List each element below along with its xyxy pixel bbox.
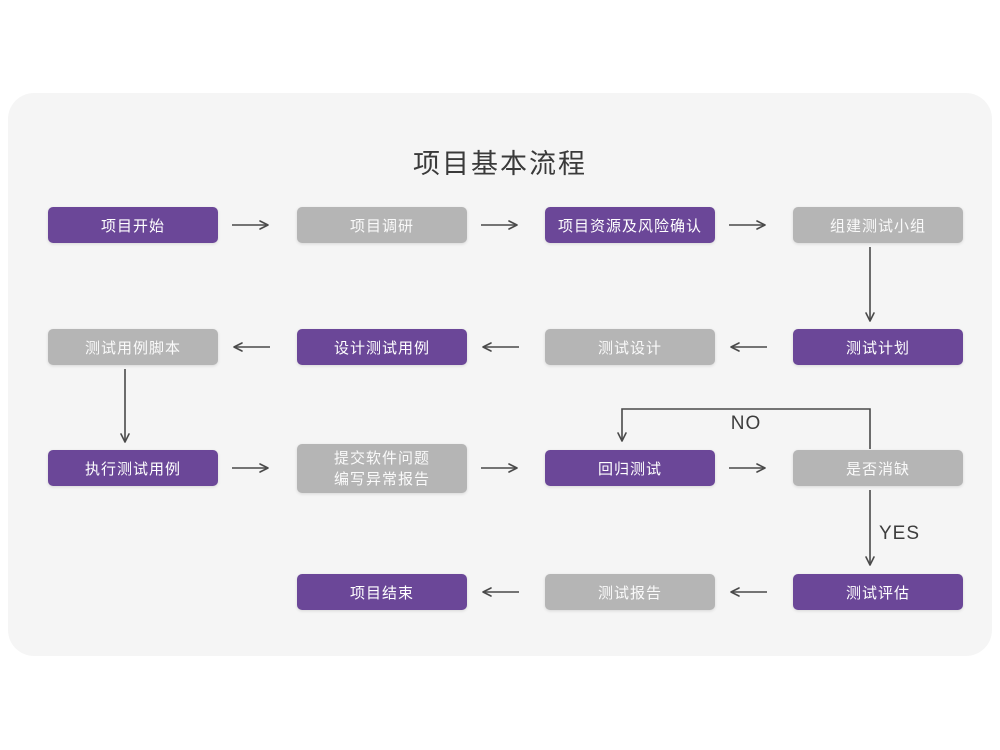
node-project-research: 项目调研 xyxy=(297,207,467,243)
edge-label-no: NO xyxy=(730,413,762,434)
node-form-test-team: 组建测试小组 xyxy=(793,207,963,243)
node-defect-resolved: 是否消缺 xyxy=(793,450,963,486)
edge-label-yes: YES xyxy=(879,523,921,544)
node-design-test-cases: 设计测试用例 xyxy=(297,329,467,365)
node-project-end: 项目结束 xyxy=(297,574,467,610)
node-test-report: 测试报告 xyxy=(545,574,715,610)
node-project-start: 项目开始 xyxy=(48,207,218,243)
node-test-case-scripts: 测试用例脚本 xyxy=(48,329,218,365)
node-submit-issue-report: 提交软件问题 编写异常报告 xyxy=(297,444,467,493)
node-regression-test: 回归测试 xyxy=(545,450,715,486)
flowchart-card: 项目基本流程 项目开始 项目调研 项目资源及风险确认 组建测试小组 测试用例脚本… xyxy=(8,93,992,656)
node-test-evaluation: 测试评估 xyxy=(793,574,963,610)
node-resources-risk-confirm: 项目资源及风险确认 xyxy=(545,207,715,243)
node-test-plan: 测试计划 xyxy=(793,329,963,365)
page-title: 项目基本流程 xyxy=(413,149,587,179)
node-test-design: 测试设计 xyxy=(545,329,715,365)
node-execute-test-cases: 执行测试用例 xyxy=(48,450,218,486)
